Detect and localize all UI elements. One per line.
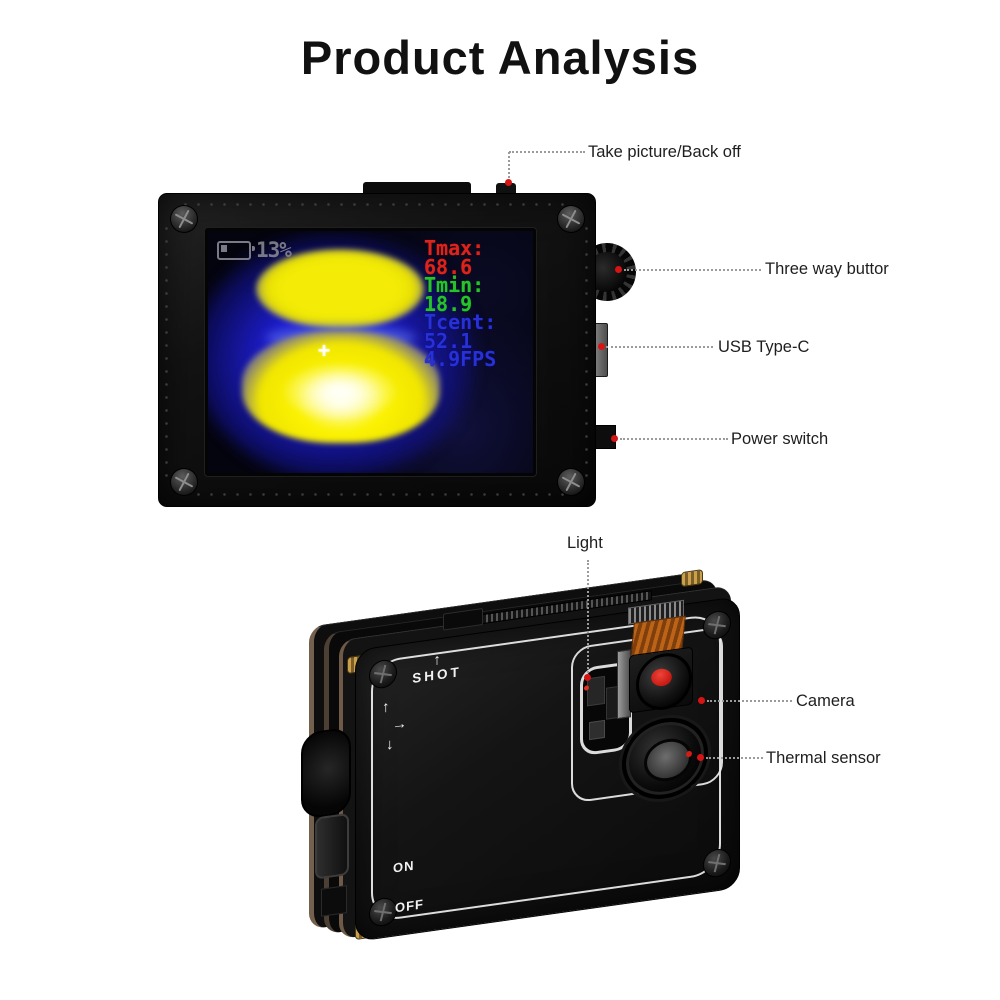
callout-line bbox=[508, 152, 510, 182]
callout-label-usb-type-c: USB Type-C bbox=[718, 338, 810, 356]
brass-standoff bbox=[681, 569, 703, 588]
callout-dot bbox=[505, 179, 512, 186]
battery-indicator: 13% bbox=[217, 238, 292, 262]
light-component bbox=[589, 719, 605, 741]
fps-value: 4.9FPS bbox=[424, 347, 497, 371]
page-title: Product Analysis bbox=[300, 31, 700, 84]
thermal-display-screen: + 13% Tmax: 68.6 Tmin: 18.9 Tcent: 52.1 … bbox=[205, 228, 536, 476]
arrow-right-icon: → bbox=[392, 714, 407, 734]
callout-dot bbox=[698, 697, 705, 704]
thermal-sensor-lens-icon bbox=[644, 735, 692, 785]
callout-line bbox=[707, 700, 792, 702]
callout-label-power-switch: Power switch bbox=[731, 430, 829, 448]
thermal-camera-back: ↑ SHOT ↑ → ↓ ON OFF bbox=[301, 569, 740, 942]
battery-icon bbox=[217, 240, 255, 260]
thermal-camera-front: + 13% Tmax: 68.6 Tmin: 18.9 Tcent: 52.1 … bbox=[158, 181, 636, 507]
thermal-hotspot bbox=[280, 361, 400, 423]
edge-dots-bottom bbox=[179, 493, 573, 496]
side-wheel-knob bbox=[301, 726, 351, 820]
temperature-readout: Tmax: 68.6 Tmin: 18.9 Tcent: 52.1 4.9FPS bbox=[424, 236, 497, 371]
battery-percent: 13% bbox=[256, 238, 292, 262]
callout-line bbox=[706, 757, 763, 759]
callout-line bbox=[624, 269, 761, 271]
callout-dot bbox=[598, 343, 605, 350]
tcent-value: 52.1 bbox=[424, 328, 473, 353]
tmax-value: 68.6 bbox=[424, 254, 473, 279]
callout-label-three-way-button: Three way buttor bbox=[765, 260, 889, 278]
tmax-label: Tmax: bbox=[424, 236, 485, 260]
callout-dot bbox=[584, 674, 591, 681]
on-label: ON bbox=[393, 857, 415, 876]
edge-dots-right bbox=[585, 222, 588, 478]
edge-dots-left bbox=[165, 222, 168, 478]
side-usb-port bbox=[315, 812, 349, 880]
arrow-down-icon: ↓ bbox=[386, 735, 394, 754]
callout-line bbox=[587, 560, 589, 676]
thermal-blob-lid bbox=[256, 249, 424, 329]
callout-dot bbox=[615, 266, 622, 273]
tmin-value: 18.9 bbox=[424, 291, 473, 316]
callout-line bbox=[509, 151, 585, 153]
nav-arrows-marking: ↑ → ↓ bbox=[382, 695, 407, 756]
edge-dots-top bbox=[179, 203, 573, 206]
callout-dot bbox=[697, 754, 704, 761]
callout-label-take-picture: Take picture/Back off bbox=[588, 143, 741, 161]
callout-dot bbox=[611, 435, 618, 442]
callout-label-thermal-sensor: Thermal sensor bbox=[766, 749, 881, 767]
tcent-label: Tcent: bbox=[424, 310, 497, 334]
crosshair-icon: + bbox=[317, 338, 331, 362]
callout-label-camera: Camera bbox=[796, 692, 855, 710]
callout-line bbox=[606, 346, 713, 348]
light-component bbox=[587, 675, 605, 707]
callout-line bbox=[620, 438, 728, 440]
tmin-label: Tmin: bbox=[424, 273, 485, 297]
callout-label-light: Light bbox=[567, 534, 603, 552]
side-power-switch bbox=[321, 885, 347, 917]
